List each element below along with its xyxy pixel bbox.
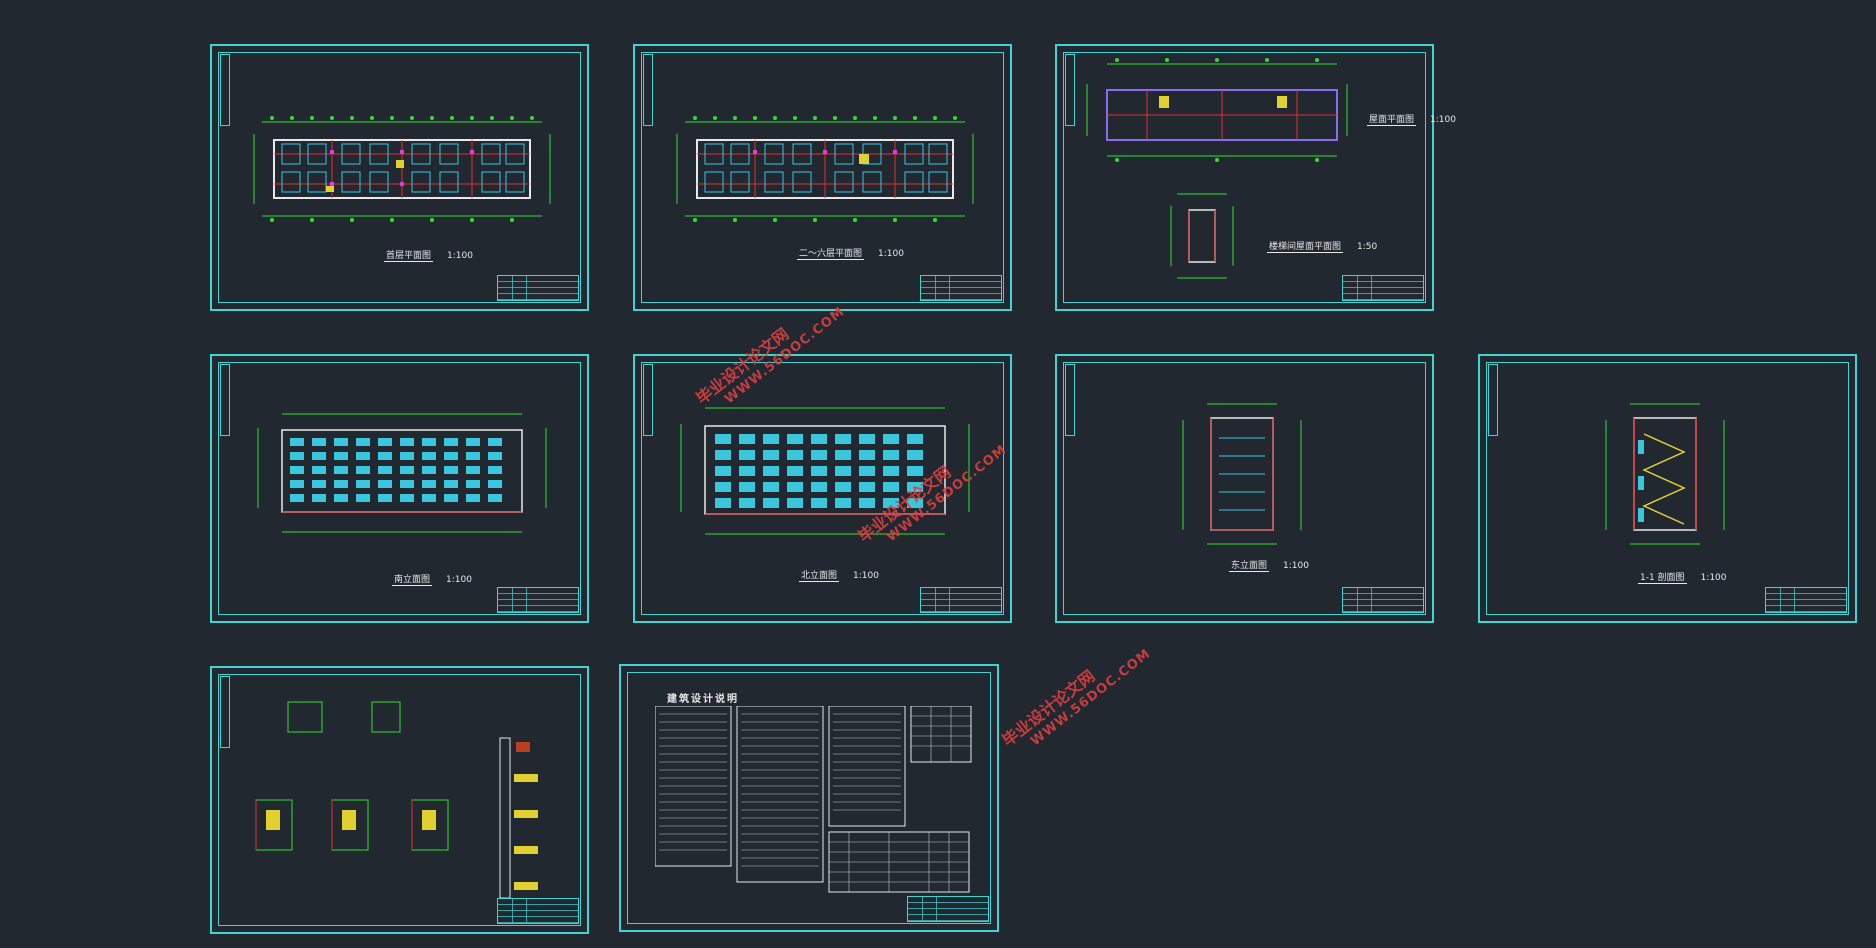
sheet-caption-scale: 1:100: [1430, 115, 1456, 125]
sheet-caption-title: 南立面图: [392, 575, 433, 586]
sheet-inner-border: [218, 362, 581, 615]
drawing-sheet-typical-floor-plan[interactable]: 二～六层平面图 1:100: [633, 44, 1012, 311]
sheet-caption: 屋面平面图 1:100: [1367, 112, 1456, 126]
title-block: [497, 587, 579, 613]
notes-title: 建筑设计说明: [667, 694, 739, 705]
roof-plan-drawing: [1086, 58, 1348, 162]
title-block: [920, 275, 1002, 301]
elevation-drawing: [680, 407, 970, 535]
sheet-inner-border: [1486, 362, 1849, 615]
notes-text-blocks: [655, 706, 972, 893]
sheet-caption: 二～六层平面图 1:100: [797, 246, 904, 260]
sheet-caption-title: 二～六层平面图: [797, 249, 865, 260]
sheet-caption-scale: 1:100: [447, 251, 473, 261]
title-block: [1765, 587, 1847, 613]
sheet-caption-scale: 1:50: [1357, 242, 1378, 252]
section-drawing: [1605, 403, 1725, 545]
title-block: [907, 896, 989, 922]
title-block: [497, 275, 579, 301]
sheet-caption: 楼梯间屋面平面图 1:50: [1267, 239, 1378, 253]
watermark: 毕业设计论文网 WWW.56DOC.COM: [996, 627, 1153, 762]
sheet-caption-scale: 1:100: [1283, 561, 1309, 571]
sheet-caption: 首层平面图 1:100: [384, 248, 473, 262]
floor-plan-drawing: [676, 116, 974, 222]
binding-strip: [220, 676, 230, 748]
detail-drawings: [255, 701, 538, 899]
elevation-drawing: [257, 413, 547, 533]
sheet-caption-scale: 1:100: [1700, 573, 1727, 583]
sheet-caption: 东立面图 1:100: [1229, 558, 1309, 572]
sheet-caption: 南立面图 1:100: [392, 572, 472, 586]
sheet-caption-scale: 1:100: [878, 249, 904, 259]
sheet-inner-border: [218, 674, 581, 926]
title-block: [1342, 587, 1424, 613]
sheet-caption-title: 首层平面图: [384, 251, 434, 262]
sheet-caption-title: 北立面图: [799, 571, 840, 582]
sheet-caption-title: 楼梯间屋面平面图: [1267, 242, 1344, 253]
drawing-sheet-south-elevation[interactable]: 南立面图 1:100: [210, 354, 589, 623]
binding-strip: [220, 54, 230, 126]
drawing-sheet-ground-floor-plan[interactable]: 首层平面图 1:100: [210, 44, 589, 311]
sheet-caption-title: 1-1 剖面图: [1638, 573, 1687, 584]
sheet-caption-scale: 1:100: [446, 575, 472, 585]
sheet-caption-title: 东立面图: [1229, 561, 1270, 572]
drawing-sheet-details[interactable]: [210, 666, 589, 934]
drawing-sheet-roof-plan[interactable]: 屋面平面图 1:100 楼梯间屋面平面图 1:50: [1055, 44, 1456, 311]
sheet-inner-border: [1063, 362, 1426, 615]
sheet-inner-border: [627, 672, 991, 924]
sheet-inner-border: [641, 52, 1004, 303]
sheet-caption-scale: 1:100: [853, 571, 879, 581]
binding-strip: [1065, 364, 1075, 436]
binding-strip: [643, 54, 653, 126]
sheet-caption: 北立面图 1:100: [799, 568, 879, 582]
binding-strip: [1065, 54, 1075, 126]
binding-strip: [220, 364, 230, 436]
sheet-inner-border: [1063, 52, 1426, 303]
drawing-sheet-east-elevation[interactable]: 东立面图 1:100: [1055, 354, 1434, 623]
floor-plan-drawing: [253, 116, 551, 222]
elevation-drawing: [1182, 403, 1302, 545]
binding-strip: [643, 364, 653, 436]
drawing-sheet-section-1-1[interactable]: 1-1 剖面图 1:100: [1478, 354, 1857, 623]
title-block: [920, 587, 1002, 613]
sheet-caption: 1-1 剖面图 1:100: [1638, 570, 1727, 584]
drawing-sheet-north-elevation[interactable]: 北立面图 1:100: [633, 354, 1012, 623]
binding-strip: [1488, 364, 1498, 436]
drawing-sheet-design-notes[interactable]: 建筑设计说明: [619, 664, 999, 932]
title-block: [497, 898, 579, 924]
stair-roof-plan-drawing: [1170, 193, 1234, 279]
title-block: [1342, 275, 1424, 301]
sheet-inner-border: [641, 362, 1004, 615]
sheet-inner-border: [218, 52, 581, 303]
sheet-caption-title: 屋面平面图: [1367, 115, 1417, 126]
watermark-text: 毕业设计论文网: [998, 666, 1099, 751]
